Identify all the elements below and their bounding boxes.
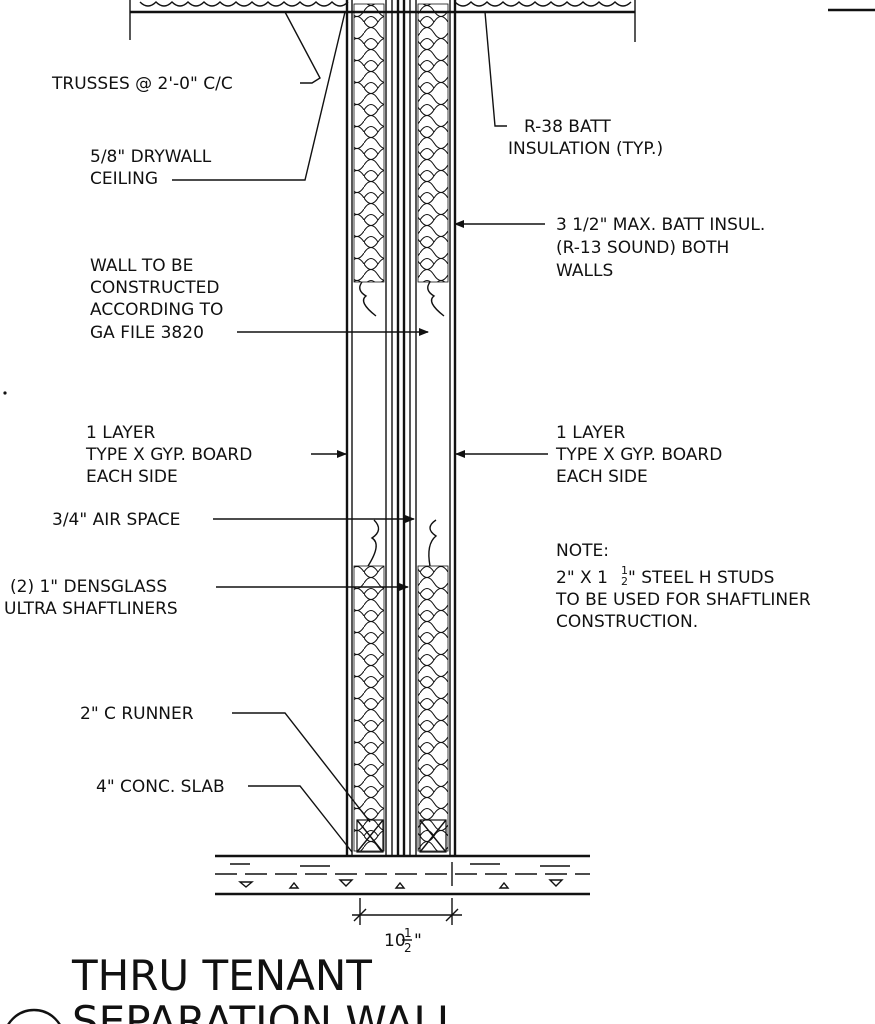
label-drywall-2: CEILING bbox=[90, 169, 158, 189]
label-gyp-right-3: EACH SIDE bbox=[556, 467, 648, 487]
dimension-unit: " bbox=[414, 931, 422, 951]
label-gyp-left-2: TYPE X GYP. BOARD bbox=[85, 445, 252, 465]
label-densglass-1: (2) 1" DENSGLASS bbox=[10, 577, 167, 597]
dimension-fraction-den: 2 bbox=[404, 941, 412, 955]
label-note-1d: " STEEL H STUDS bbox=[628, 568, 774, 588]
leader-lines bbox=[172, 11, 548, 853]
drawing-title-2: SEPARATION WALL bbox=[72, 997, 461, 1024]
detail-callout-circle bbox=[7, 1008, 61, 1024]
dimension-whole: 10 bbox=[384, 931, 406, 951]
batt-insulation-lower-right bbox=[417, 565, 449, 852]
dimension-line bbox=[352, 898, 462, 925]
label-trusses: TRUSSES @ 2'-0" C/C bbox=[51, 74, 233, 94]
label-gyp-left-3: EACH SIDE bbox=[86, 467, 178, 487]
ceiling-trusses bbox=[129, 0, 875, 42]
label-air-space: 3/4" AIR SPACE bbox=[52, 510, 180, 530]
label-slab: 4" CONC. SLAB bbox=[96, 777, 225, 797]
label-r38-1: R-38 BATT bbox=[524, 117, 611, 137]
drawing-title-1: THRU TENANT bbox=[71, 951, 372, 1000]
label-note-1-num: 1 bbox=[621, 564, 628, 577]
label-batt-1: 3 1/2" MAX. BATT INSUL. bbox=[556, 215, 765, 235]
label-note-1a: 2" X 1 bbox=[556, 568, 608, 588]
label-gyp-left-1: 1 LAYER bbox=[86, 423, 156, 443]
batt-insulation-upper-right bbox=[417, 3, 449, 283]
label-batt-2: (R-13 SOUND) BOTH bbox=[556, 238, 729, 258]
wall-assembly bbox=[345, 0, 457, 855]
label-note-1-den: 2 bbox=[621, 575, 628, 588]
label-gyp-right-1: 1 LAYER bbox=[556, 423, 626, 443]
label-r38-2: INSULATION (TYP.) bbox=[508, 139, 663, 159]
label-drywall-1: 5/8" DRYWALL bbox=[90, 147, 212, 167]
batt-insulation-upper-left bbox=[353, 3, 385, 283]
dimension-fraction-num: 1 bbox=[404, 926, 412, 940]
label-gyp-right-2: TYPE X GYP. BOARD bbox=[555, 445, 722, 465]
label-batt-3: WALLS bbox=[556, 261, 613, 281]
label-wall-2: CONSTRUCTED bbox=[90, 278, 219, 298]
label-note-2: TO BE USED FOR SHAFTLINER bbox=[555, 590, 811, 610]
label-note-head: NOTE: bbox=[556, 541, 609, 561]
label-wall-3: ACCORDING TO bbox=[90, 300, 223, 320]
label-wall-4: GA FILE 3820 bbox=[90, 323, 204, 343]
batt-insulation-lower-left bbox=[353, 565, 385, 852]
label-note-3: CONSTRUCTION. bbox=[556, 612, 698, 632]
concrete-slab bbox=[215, 854, 590, 896]
label-runner: 2" C RUNNER bbox=[80, 704, 194, 724]
label-wall-1: WALL TO BE bbox=[90, 256, 193, 276]
label-densglass-2: ULTRA SHAFTLINERS bbox=[4, 599, 178, 619]
